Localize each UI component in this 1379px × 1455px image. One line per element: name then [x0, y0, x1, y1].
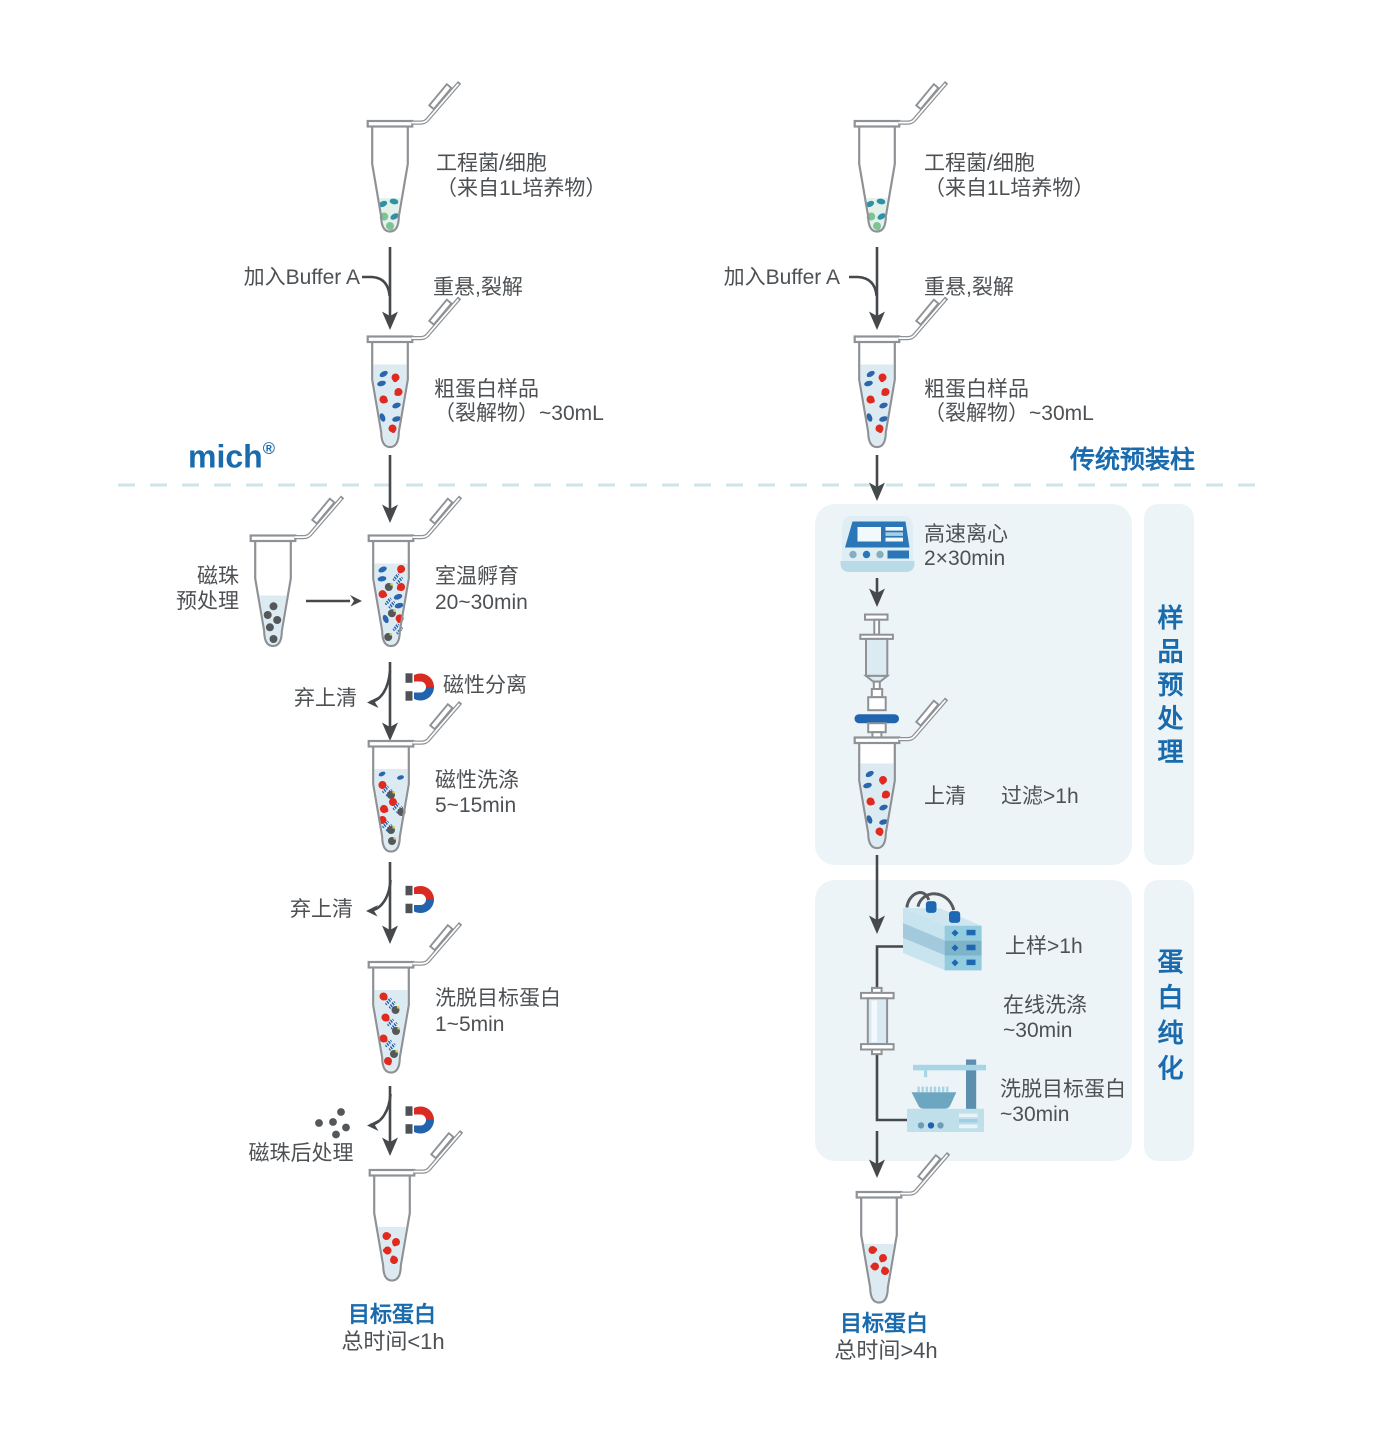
- tube-result-left-icon: [370, 1131, 462, 1280]
- label-crude-right: 粗蛋白样品 （裂解物）~30mL: [924, 378, 1094, 425]
- label-add-buffer-left: 加入Buffer A: [243, 265, 360, 289]
- label-result-right: 目标蛋白: [839, 1311, 929, 1336]
- magnet-icon-3: [405, 1106, 434, 1134]
- label-incubate: 室温孵育 20~30min: [435, 564, 528, 614]
- title-traditional-column: 传统预装柱: [1069, 446, 1195, 474]
- label-filtration: 过滤>1h: [1001, 784, 1079, 808]
- tube-result-right-icon: [857, 1153, 949, 1302]
- magnet-icon-1: [405, 673, 434, 701]
- magnet-icon-2: [405, 885, 434, 914]
- section-title-pretreat: 样品预处理: [1154, 604, 1184, 772]
- fplc-instrument-icon: [903, 891, 982, 971]
- syringe-filter-icon: [854, 613, 899, 740]
- fraction-collector-icon: [907, 1059, 986, 1132]
- label-total-time-left: 总时间<1h: [341, 1328, 445, 1354]
- label-resuspend-left: 重悬,裂解: [433, 275, 523, 299]
- purify-panel: [815, 880, 1132, 1161]
- brand-mich: mich®: [188, 438, 275, 475]
- right-flow-arrows: [849, 247, 907, 1165]
- label-load-sample: 上样>1h: [1005, 934, 1083, 958]
- label-resuspend-right: 重悬,裂解: [924, 275, 1014, 299]
- pretreat-side-strip: [1144, 504, 1194, 865]
- label-cells-left: 工程菌/细胞 （来自1L培养物）: [436, 152, 607, 200]
- label-add-buffer-right: 加入Buffer A: [723, 265, 840, 289]
- label-beads-pretreat: 磁珠 预处理: [176, 564, 239, 613]
- label-total-time-right: 总时间>4h: [834, 1338, 938, 1363]
- beads-scatter-icon: [315, 1108, 350, 1139]
- centrifuge-icon: [840, 516, 915, 572]
- label-wash-left: 磁性洗涤 5~15min: [435, 768, 519, 817]
- label-elute-left: 洗脱目标蛋白 1~5min: [435, 986, 561, 1036]
- tube-beads-icon: [251, 497, 343, 646]
- purify-side-strip: [1144, 880, 1194, 1161]
- label-online-wash: 在线洗涤 ~30min: [1003, 993, 1087, 1042]
- label-supernatant: 上清: [924, 784, 966, 808]
- label-discard-2: 弃上清: [290, 897, 353, 921]
- label-discard-1: 弃上清: [294, 687, 357, 710]
- label-centrifuge: 高速离心 2×30min: [924, 523, 1008, 570]
- label-cells-right: 工程菌/细胞 （来自1L培养物）: [924, 152, 1095, 200]
- column-icon: [860, 986, 895, 1056]
- label-elute-right: 洗脱目标蛋白 ~30min: [1000, 1077, 1126, 1126]
- section-title-purify: 蛋白纯化: [1154, 948, 1184, 1090]
- label-beads-posttreat: 磁珠后处理: [248, 1141, 354, 1165]
- label-result-left: 目标蛋白: [347, 1302, 437, 1327]
- label-crude-left: 粗蛋白样品 （裂解物）~30mL: [434, 378, 604, 425]
- label-magnetic-separation: 磁性分离: [443, 673, 527, 697]
